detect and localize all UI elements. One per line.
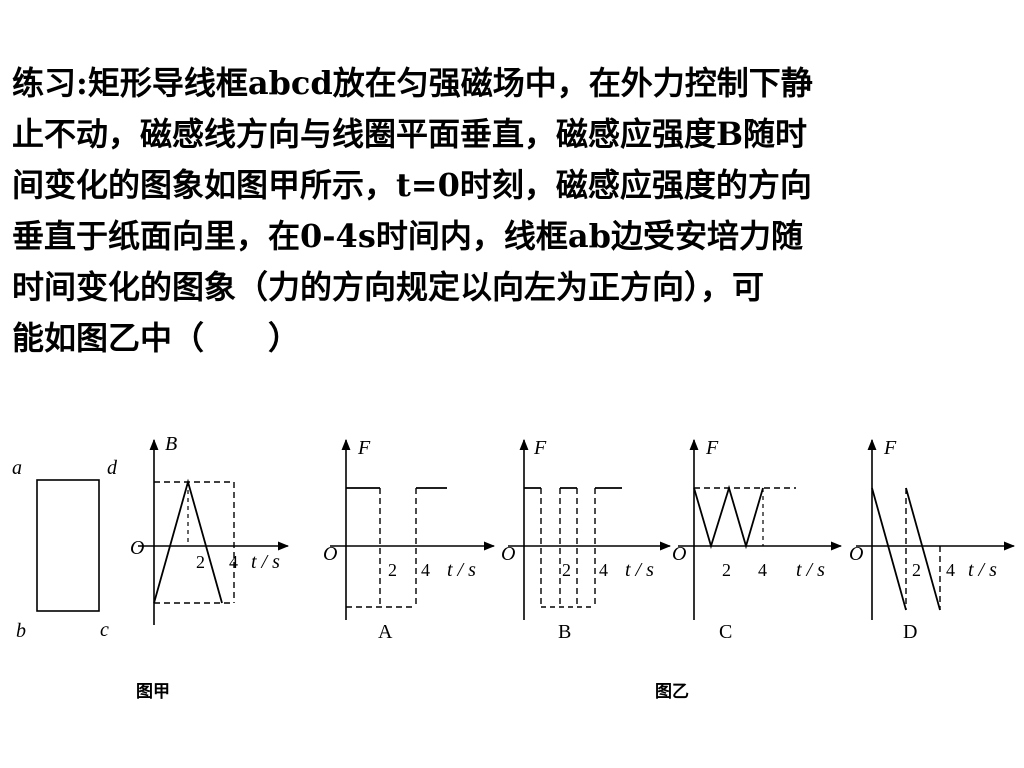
origin-label: O — [323, 543, 337, 565]
option-label-a: A — [378, 621, 393, 643]
f-curve — [871, 487, 907, 611]
x-axis-label: t / s — [251, 551, 280, 573]
question-line: 垂直于纸面向里，在0-4s时间内，线框ab边受安培力随 — [12, 217, 803, 255]
tick-2: 2 — [722, 560, 731, 580]
x-axis-label: t / s — [796, 559, 825, 581]
question-line: 间变化的图象如图甲所示，t=0时刻，磁感应强度的方向 — [12, 166, 812, 204]
coil-frame-diagram: a d b c — [12, 457, 118, 642]
rectangle-frame — [36, 479, 100, 612]
tick-4: 4 — [946, 560, 955, 580]
tick-4: 4 — [229, 552, 238, 572]
tick-2: 2 — [562, 560, 571, 580]
question-line: 能如图乙中（ ） — [12, 319, 301, 357]
option-c-graph: F O 2 4 t / s C — [672, 437, 843, 643]
origin-label: O — [672, 543, 686, 565]
f-curve — [905, 487, 941, 611]
tick-4: 4 — [421, 560, 430, 580]
y-axis-label: F — [883, 437, 897, 459]
question-line: 练习:矩形导线框abcd放在匀强磁场中，在外力控制下静 — [12, 64, 813, 102]
origin-label: O — [130, 537, 144, 559]
y-axis-label: F — [357, 437, 371, 459]
x-axis-label: t / s — [968, 559, 997, 581]
f-curve — [693, 484, 764, 550]
tick-4: 4 — [758, 560, 767, 580]
option-a-graph: F O 2 4 t / s A — [323, 437, 496, 643]
corner-label-c: c — [100, 619, 109, 641]
option-label-b: B — [558, 621, 571, 643]
x-axis-label: t / s — [447, 559, 476, 581]
caption-jia: 图甲 — [136, 682, 170, 701]
option-label-c: C — [719, 621, 732, 643]
origin-label: O — [501, 543, 515, 565]
question-line: 时间变化的图象（力的方向规定以向左为正方向），可 — [12, 268, 765, 306]
b-curve — [153, 478, 223, 604]
question-line: 止不动，磁感线方向与线圈平面垂直，磁感应强度B随时 — [12, 115, 808, 153]
tick-2: 2 — [388, 560, 397, 580]
tick-4: 4 — [599, 560, 608, 580]
caption-yi: 图乙 — [655, 682, 689, 701]
option-d-graph: F O 2 4 t / s D — [849, 437, 1016, 643]
y-axis-label: F — [533, 437, 547, 459]
y-axis-label: B — [165, 433, 177, 455]
option-label-d: D — [903, 621, 917, 643]
option-b-graph: F O 2 4 t / s B — [501, 437, 672, 643]
corner-label-a: a — [12, 457, 22, 479]
origin-label: O — [849, 543, 863, 565]
tick-2: 2 — [912, 560, 921, 580]
b-t-graph: B O 2 4 t / s — [130, 433, 290, 625]
tick-2: 2 — [196, 552, 205, 572]
figures: a d b c B O 2 4 t / s 图甲 F O 2 4 t / s A — [0, 420, 1024, 720]
corner-label-b: b — [16, 620, 26, 642]
x-axis-label: t / s — [625, 559, 654, 581]
y-axis-label: F — [705, 437, 719, 459]
corner-label-d: d — [107, 457, 118, 479]
question-text: 练习:矩形导线框abcd放在匀强磁场中，在外力控制下静 止不动，磁感线方向与线圈… — [12, 58, 1012, 364]
